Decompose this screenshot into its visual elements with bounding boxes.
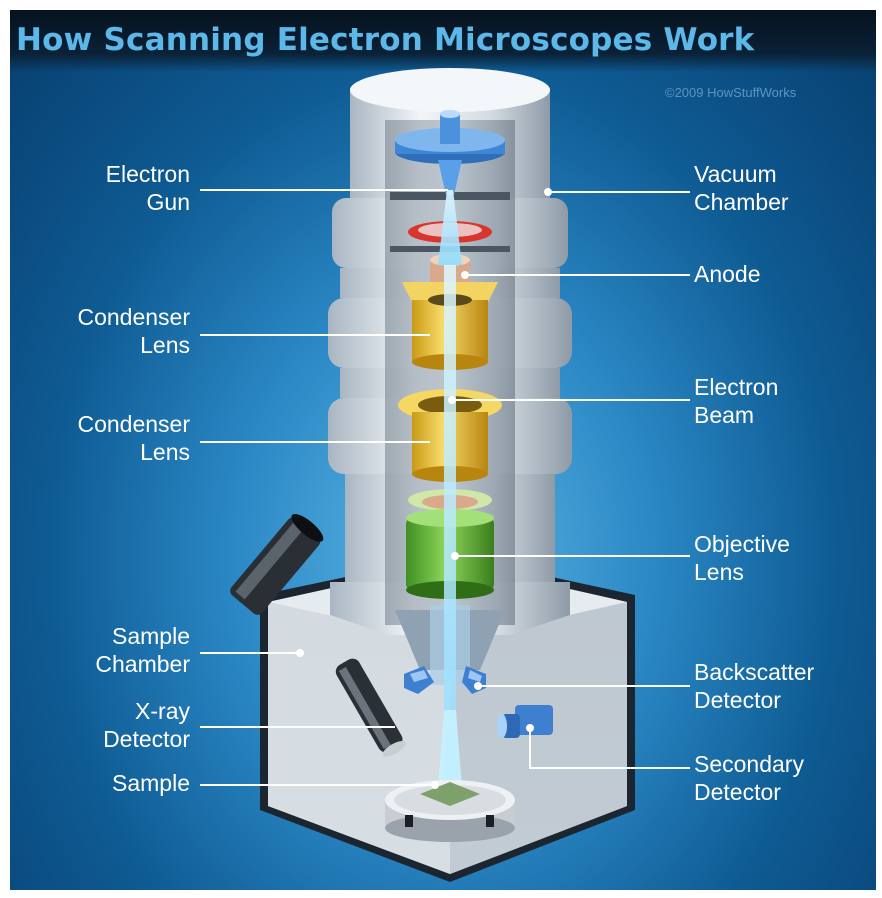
- electron-beam-illustration: [438, 190, 462, 788]
- label-sample-chamber-line-2: Chamber: [95, 651, 190, 677]
- label-electron-gun: Electron Gun: [70, 160, 190, 216]
- copyright-notice: ©2009 HowStuffWorks: [665, 85, 797, 100]
- title-bar: [10, 10, 876, 72]
- label-secondary-detector-line-2: Detector: [694, 779, 781, 805]
- label-sample-chamber: Sample Chamber: [50, 622, 190, 678]
- leader-lines: [200, 189, 690, 786]
- label-sample: Sample: [50, 769, 190, 797]
- label-anode-line-1: Anode: [694, 261, 761, 287]
- dot-objective-lens: [451, 552, 459, 560]
- dot-sample-chamber: [296, 649, 304, 657]
- label-electron-gun-line-2: Gun: [146, 189, 190, 215]
- label-condenser-lens-2: Condenser Lens: [30, 410, 190, 466]
- label-electron-beam-line-1: Electron: [694, 374, 779, 400]
- label-backscatter-detector: Backscatter Detector: [694, 658, 814, 714]
- label-objective-lens-line-1: Objective: [694, 531, 790, 557]
- label-xray-detector: X-ray Detector: [50, 697, 190, 753]
- diagram-title: How Scanning Electron Microscopes Work: [16, 22, 755, 58]
- label-condenser-lens-1-line-1: Condenser: [77, 304, 190, 330]
- electron-gun-illustration: [395, 110, 505, 195]
- label-sample-line-1: Sample: [112, 770, 190, 796]
- label-electron-gun-line-1: Electron: [105, 161, 190, 187]
- dot-sample: [431, 781, 439, 789]
- label-xray-detector-line-2: Detector: [103, 726, 190, 752]
- label-electron-beam: Electron Beam: [694, 373, 778, 429]
- side-port-detector: [230, 513, 324, 615]
- sample-stage-illustration: [385, 780, 515, 842]
- label-vacuum-chamber-line-2: Chamber: [694, 189, 789, 215]
- label-secondary-detector-line-1: Secondary: [694, 751, 804, 777]
- label-secondary-detector: Secondary Detector: [694, 750, 804, 806]
- label-vacuum-chamber: Vacuum Chamber: [694, 160, 789, 216]
- leader-dots: [296, 188, 552, 789]
- secondary-detector-illustration: [497, 705, 553, 738]
- label-condenser-lens-1: Condenser Lens: [30, 303, 190, 359]
- dot-backscatter-detector: [474, 682, 482, 690]
- label-electron-beam-line-2: Beam: [694, 402, 755, 428]
- label-objective-lens-line-2: Lens: [694, 559, 744, 585]
- label-condenser-lens-1-line-2: Lens: [140, 332, 190, 358]
- label-condenser-lens-2-line-2: Lens: [140, 439, 190, 465]
- label-backscatter-detector-line-1: Backscatter: [694, 659, 815, 685]
- leader-secondary-detector: [529, 728, 690, 769]
- dot-anode: [461, 271, 469, 279]
- dot-secondary-detector: [526, 724, 534, 732]
- dot-vacuum-chamber: [544, 188, 552, 196]
- microscope-illustration: [200, 68, 690, 882]
- dot-electron-beam: [448, 396, 456, 404]
- xray-detector-illustration: [335, 658, 406, 757]
- label-anode: Anode: [694, 260, 761, 288]
- label-vacuum-chamber-line-1: Vacuum: [694, 161, 777, 187]
- backscatter-detector-illustration: [404, 666, 486, 694]
- label-condenser-lens-2-line-1: Condenser: [77, 411, 190, 437]
- label-backscatter-detector-line-2: Detector: [694, 687, 781, 713]
- label-objective-lens: Objective Lens: [694, 530, 790, 586]
- label-xray-detector-line-1: X-ray: [135, 698, 190, 724]
- diagram-frame: How Scanning Electron Microscopes Work ©…: [10, 10, 876, 890]
- label-sample-chamber-line-1: Sample: [112, 623, 190, 649]
